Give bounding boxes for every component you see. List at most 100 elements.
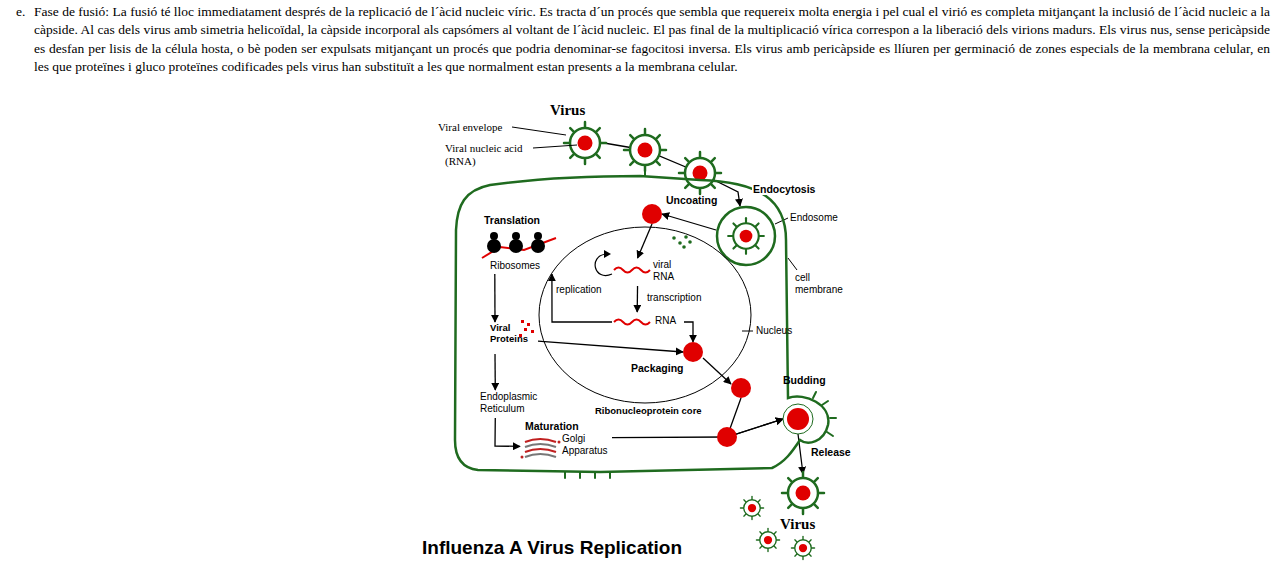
virus: Virus [784, 474, 822, 512]
budding-virion [787, 408, 809, 430]
node-label: Nucleus [756, 325, 792, 337]
capsid-debris [678, 241, 682, 245]
figure-caption: Influenza A Virus Replication [422, 537, 682, 559]
node-label: Golgi Apparatus [562, 433, 610, 456]
membrane-spikes [827, 432, 833, 436]
ribosomes [482, 232, 556, 258]
golgi-apparatus [525, 444, 556, 447]
leader-line [533, 145, 577, 148]
virus [782, 472, 824, 514]
membrane-spikes [564, 472, 566, 478]
membrane-spikes [813, 392, 816, 398]
edge-label: transcription [646, 292, 702, 304]
budding-site: Budding [783, 404, 813, 434]
ribonucleoprotein-dot [717, 427, 737, 447]
part-label: Viral nucleic acid (RNA) [445, 142, 537, 167]
mrna: RNA [612, 312, 684, 332]
node-label: Viral Proteins [490, 323, 536, 345]
golgi-apparatus [525, 454, 556, 457]
node-label: Packaging [631, 362, 684, 374]
ribosomes [482, 238, 556, 258]
mrna-strand [614, 320, 650, 325]
packaging-step: Packaging [683, 342, 703, 362]
ribosomes [512, 232, 520, 240]
ribonucleoprotein-dot [683, 342, 703, 362]
nucleus-outline [539, 227, 751, 403]
endoplasmic-reticulum: Endoplasmic Reticulum [478, 390, 542, 418]
replication-loop [595, 254, 612, 276]
golgi-apparatus [521, 456, 524, 459]
viral-proteins: Viral Proteins [488, 322, 538, 354]
edge-label: Endocytosis [752, 183, 816, 195]
flow-arrow [494, 354, 496, 390]
flow-arrow [637, 286, 639, 312]
arrowhead [604, 250, 611, 258]
golgi-apparatus [521, 439, 561, 459]
flow-arrow [727, 398, 783, 437]
virus [740, 496, 763, 519]
node-label: Translation [484, 214, 540, 226]
virus [624, 129, 666, 171]
virus [791, 536, 814, 559]
flow-arrow [684, 322, 693, 342]
capsid-debris [682, 245, 686, 249]
body-paragraph: Fase de fusió: La fusió té lloc immediat… [34, 3, 1270, 76]
viral-rna: viral RNA [612, 258, 685, 286]
virus [564, 122, 606, 164]
node-label: Endoplasmic Reticulum [480, 391, 540, 414]
capsid-debris [672, 236, 676, 240]
ribosomes [490, 232, 498, 240]
budding-virion [783, 404, 813, 434]
golgi-apparatus [558, 441, 561, 444]
flow-arrow [638, 224, 652, 258]
process-label: replication [556, 284, 602, 296]
flow-arrow [612, 419, 783, 438]
golgi-apparatus [525, 449, 556, 452]
viral-proteins [524, 328, 527, 331]
virus: Virus [566, 124, 604, 162]
ribosomes [531, 239, 545, 253]
virus [679, 152, 721, 194]
ribonucleoprotein-dot [642, 204, 662, 224]
node-label: Ribonucleoprotein core [595, 406, 702, 417]
translation-step: TranslationRibosomes [478, 214, 562, 274]
flow-arrow [495, 418, 520, 446]
leader-line [742, 331, 753, 332]
viral-rna-strand [614, 268, 650, 273]
capsid-debris [684, 235, 688, 239]
node-label: viral RNA [653, 259, 683, 282]
node-label: RNA [655, 315, 676, 327]
edge-label: Release [810, 446, 852, 458]
budding-virion [783, 404, 813, 434]
flow-arrow [604, 143, 740, 206]
membrane-spikes [830, 417, 836, 419]
viral-proteins [527, 323, 530, 326]
node-label: Ribosomes [490, 260, 540, 272]
endosome: Endosome [716, 206, 776, 266]
ribonucleoprotein-dot [731, 378, 751, 398]
ribosomes [487, 239, 501, 253]
golgi-apparatus [525, 439, 556, 442]
ribosomes [534, 232, 542, 240]
part-label: Viral envelope [438, 121, 502, 134]
viral-proteins [521, 320, 524, 323]
cell: viral RNARNAPackagingNucleusEndosomeUnco… [455, 172, 835, 477]
nucleus: viral RNARNAPackagingNucleus [539, 227, 751, 403]
capsid-debris [672, 235, 692, 249]
endosome [717, 207, 775, 265]
node-label: Virus [550, 102, 585, 119]
nucleus-outline [539, 227, 751, 403]
endosome [717, 207, 775, 265]
membrane-spikes [822, 401, 828, 405]
flow-arrow [552, 274, 612, 322]
node-label: Budding [783, 374, 826, 386]
ribonucleoprotein-core: Ribonucleoprotein core [731, 378, 751, 398]
flow-arrow [494, 274, 496, 322]
golgi-maturation: MaturationGolgi Apparatus [520, 420, 612, 464]
capsid-debris [688, 240, 692, 244]
viral-proteins [531, 330, 534, 333]
node-label: Endosome [790, 212, 838, 224]
node-label: Maturation [525, 420, 579, 432]
